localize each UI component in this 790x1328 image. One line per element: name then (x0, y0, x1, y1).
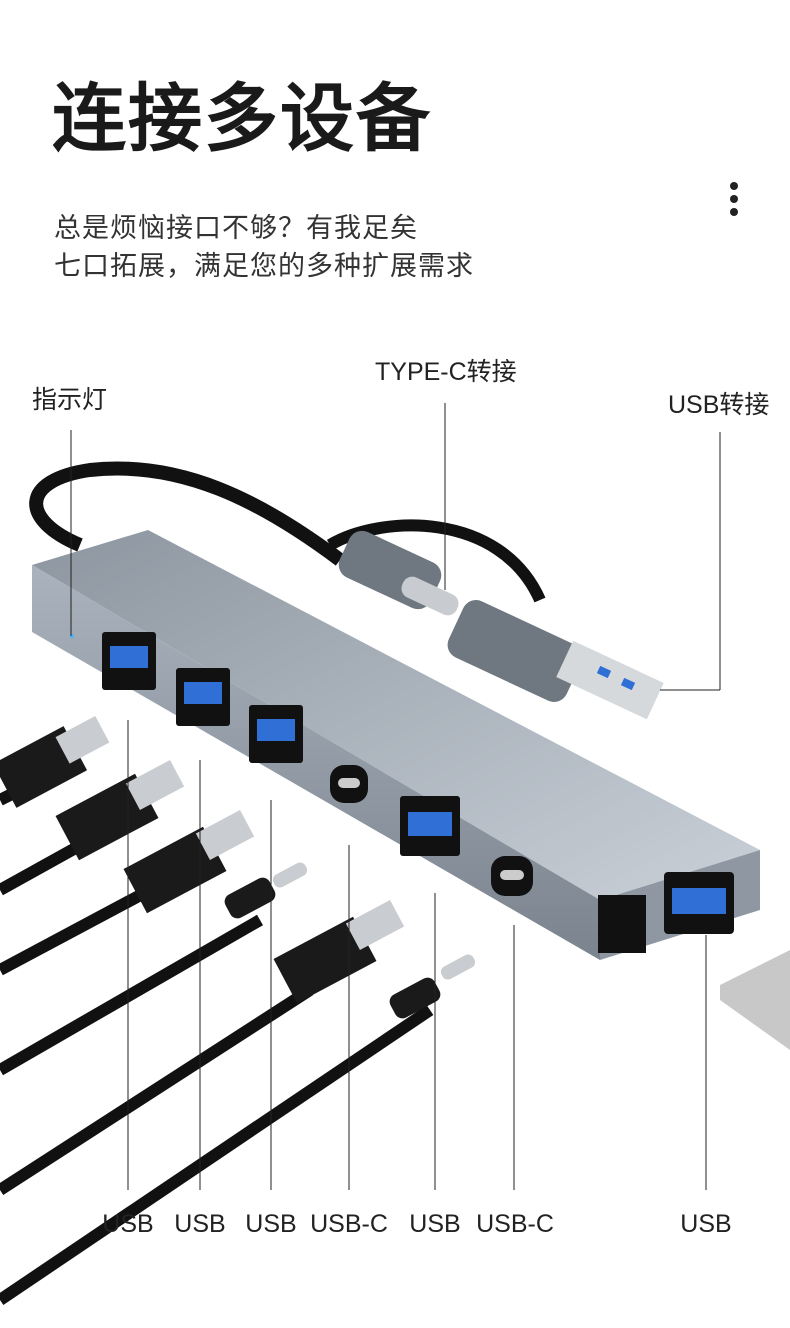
typec-adapter (338, 530, 459, 616)
port-label: USB (102, 1210, 154, 1238)
hub-front (32, 565, 600, 960)
port-label: USB (409, 1210, 461, 1238)
hub-top (32, 530, 760, 900)
usb-adapter (447, 600, 664, 720)
port-label: USB (174, 1210, 226, 1238)
subtitle-line-2: 七口拓展，满足您的多种扩展需求 (54, 251, 474, 282)
callout-typec: TYPE-C转接 (375, 358, 517, 386)
callout-usb: USB转接 (668, 391, 770, 419)
usb-stick (720, 950, 790, 1050)
port-label: USB (680, 1210, 732, 1238)
subtitle-line-1: 总是烦恼接口不够？有我足矣 (54, 213, 418, 244)
callout-indicator: 指示灯 (32, 386, 108, 414)
more-vertical-icon[interactable] (724, 182, 744, 222)
peripheral-cables (0, 774, 434, 1305)
port-label: USB-C (310, 1210, 388, 1238)
cable (29, 461, 345, 566)
port-label: USB (245, 1210, 297, 1238)
page-title: 连接多设备 (52, 76, 432, 162)
port-label: USB-C (476, 1210, 554, 1238)
